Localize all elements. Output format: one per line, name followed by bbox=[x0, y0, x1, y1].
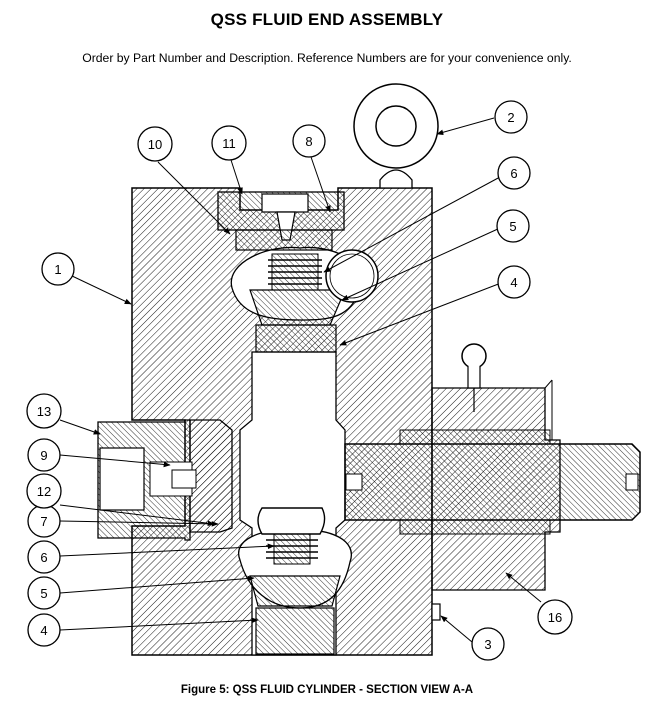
callout-5-bottom: 5 bbox=[27, 576, 61, 610]
callout-11: 11 bbox=[211, 125, 247, 161]
callout-5-bottom-label: 5 bbox=[40, 586, 47, 601]
ordering-note: Order by Part Number and Description. Re… bbox=[82, 51, 572, 65]
callout-13: 13 bbox=[26, 393, 62, 429]
callout-9: 9 bbox=[27, 438, 61, 472]
callout-10-label: 10 bbox=[148, 137, 162, 152]
callout-12: 12 bbox=[26, 473, 62, 509]
lifting-eye bbox=[353, 83, 439, 189]
callout-5-top-label: 5 bbox=[509, 219, 516, 234]
plunger bbox=[344, 443, 641, 521]
callout-12-label: 12 bbox=[37, 484, 51, 499]
callout-4-bottom: 4 bbox=[27, 613, 61, 647]
callout-4-top-label: 4 bbox=[510, 275, 517, 290]
callout-1: 1 bbox=[41, 252, 75, 286]
callout-11-label: 11 bbox=[222, 136, 236, 151]
upper-valve-assembly bbox=[249, 253, 346, 353]
callout-1-label: 1 bbox=[54, 262, 61, 277]
callout-5-top: 5 bbox=[496, 209, 530, 243]
callout-9-label: 9 bbox=[40, 448, 47, 463]
figure-caption: Figure 5: QSS FLUID CYLINDER - SECTION V… bbox=[180, 684, 474, 696]
leader-lines bbox=[59, 117, 542, 643]
callout-10: 10 bbox=[137, 126, 173, 162]
valve-cover-nut bbox=[217, 191, 345, 251]
page-title: QSS FLUID END ASSEMBLY bbox=[210, 10, 444, 29]
callout-16: 16 bbox=[537, 599, 573, 635]
callout-2: 2 bbox=[494, 100, 528, 134]
lower-valve-assembly bbox=[249, 507, 341, 655]
drain-plug bbox=[431, 603, 441, 621]
callout-13-label: 13 bbox=[37, 404, 51, 419]
suction-cover bbox=[97, 419, 233, 541]
callout-2-label: 2 bbox=[507, 110, 514, 125]
callout-3: 3 bbox=[471, 627, 505, 661]
callout-16-label: 16 bbox=[548, 610, 562, 625]
callout-7-label: 7 bbox=[40, 514, 47, 529]
callout-7: 7 bbox=[27, 504, 61, 538]
lube-fitting bbox=[461, 343, 487, 412]
callout-3-label: 3 bbox=[484, 637, 491, 652]
callout-8: 8 bbox=[292, 124, 326, 158]
callout-6-top: 6 bbox=[497, 156, 531, 190]
callout-4-top: 4 bbox=[497, 265, 531, 299]
callout-4-bottom-label: 4 bbox=[40, 623, 47, 638]
discharge-port bbox=[325, 249, 379, 303]
callout-8-label: 8 bbox=[305, 134, 312, 149]
callout-6-bottom: 6 bbox=[27, 540, 61, 574]
callout-6-top-label: 6 bbox=[510, 166, 517, 181]
callout-6-bottom-label: 6 bbox=[40, 550, 47, 565]
